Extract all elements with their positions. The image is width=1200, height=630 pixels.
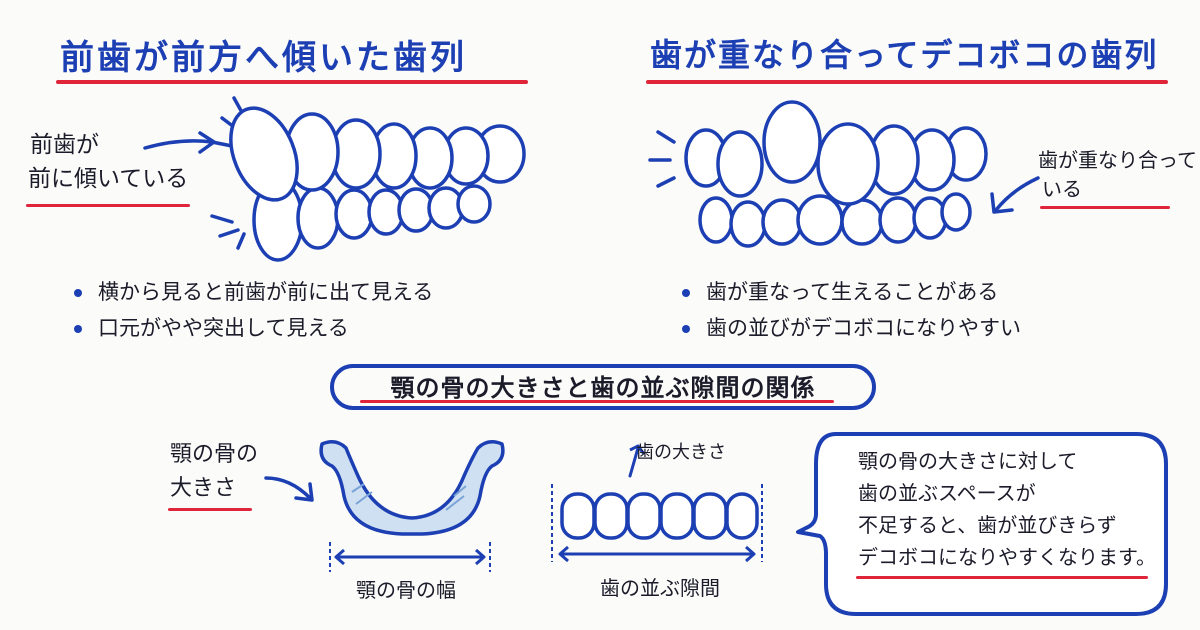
left-callout-line2: 前に傾いている xyxy=(28,166,189,192)
tooth-size-label: 歯の大きさ xyxy=(636,442,726,463)
list-item: 歯の並びがデコボコになりやすい xyxy=(680,310,1021,346)
list-item: 歯が重なって生えることがある xyxy=(680,274,1021,310)
right-title-underline xyxy=(646,80,1168,84)
jaw-label-underline xyxy=(168,508,252,511)
motion-line xyxy=(210,214,246,250)
section-heading-underline xyxy=(360,400,834,403)
list-item: 口元がやや突出して見える xyxy=(72,310,433,346)
bubble-line-1: 顎の骨の大きさに対して xyxy=(858,449,1078,473)
left-teeth-illustration xyxy=(210,96,526,262)
right-callout-underline xyxy=(1040,206,1170,209)
bubble-line-2: 歯の並ぶスペースが xyxy=(858,481,1036,505)
jaw-label-line2: 大きさ xyxy=(170,476,237,501)
left-bullet-list: 横から見ると前歯が前に出て見える 口元がやや突出して見える xyxy=(72,274,433,346)
left-title-underline xyxy=(56,80,528,84)
right-callout-line2: いる xyxy=(1042,177,1082,201)
bubble-underline xyxy=(856,576,1148,579)
right-teeth-illustration xyxy=(648,100,988,248)
bubble-line-3: 不足すると、歯が並びきらず xyxy=(858,513,1117,537)
right-title: 歯が重なり合ってデコボコの歯列 xyxy=(650,36,1159,74)
jaw-label-line1: 顎の骨の xyxy=(170,442,259,467)
tooth-size-arrow xyxy=(628,444,646,478)
jaw-width-dimension xyxy=(329,542,491,572)
left-title: 前歯が前方へ傾いた歯列 xyxy=(60,38,467,78)
right-callout-arrow xyxy=(990,176,1040,214)
list-item: 横から見ると前歯が前に出て見える xyxy=(72,274,433,310)
left-callout-underline xyxy=(26,204,190,207)
jaw-width-label: 顎の骨の幅 xyxy=(356,578,456,602)
right-bullet-list: 歯が重なって生えることがある 歯の並びがデコボコになりやすい xyxy=(680,274,1021,346)
left-callout-line1: 前歯が xyxy=(30,132,99,158)
tooth-row-illustration xyxy=(551,484,763,563)
speech-bubble xyxy=(796,432,1168,616)
gap-label: 歯の並ぶ隙間 xyxy=(600,576,720,600)
section-heading: 顎の骨の大きさと歯の並ぶ隙間の関係 xyxy=(390,374,816,402)
bubble-line-4: デコボコになりやすくなります。 xyxy=(858,545,1156,569)
right-callout-line1: 歯が重なり合って xyxy=(1038,148,1197,172)
jaw-bone-illustration xyxy=(319,440,505,536)
jaw-label-arrow xyxy=(264,476,314,502)
motion-line xyxy=(648,130,676,188)
